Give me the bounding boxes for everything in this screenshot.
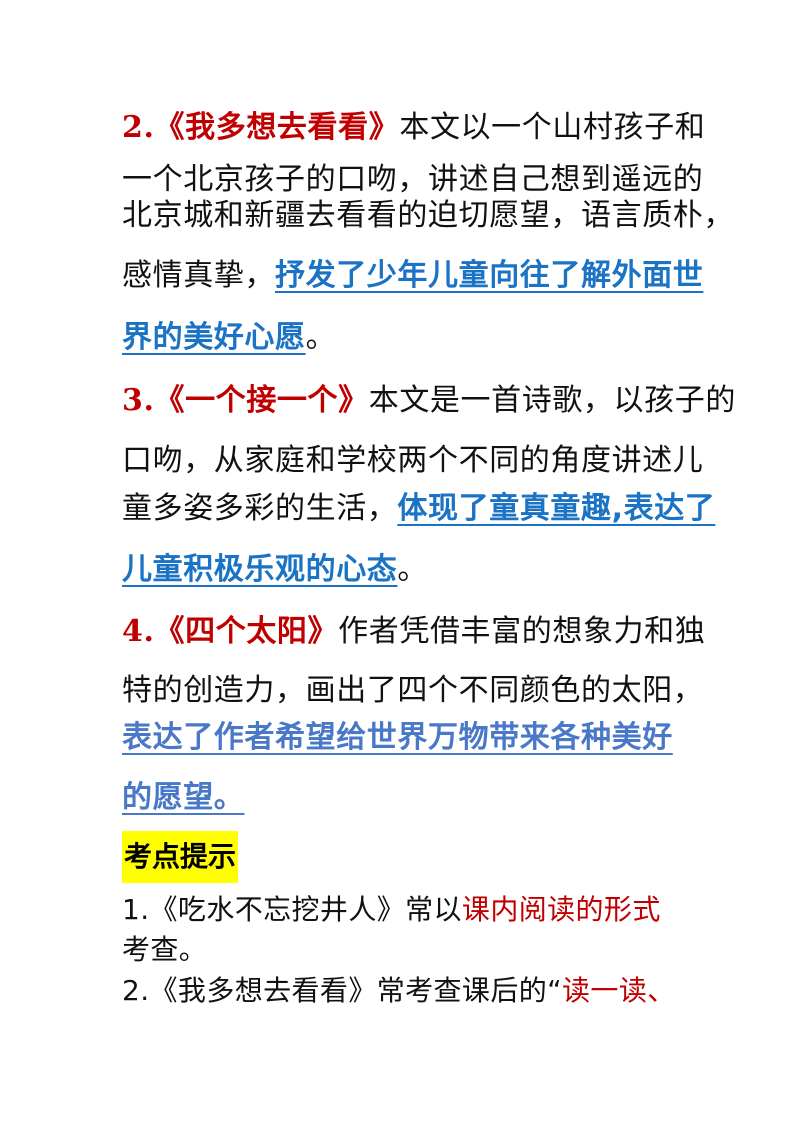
section-3-line-2: 口吻，从家庭和学校两个不同的角度讲述儿 bbox=[122, 441, 703, 481]
section-4-line-3: 表达了作者希望给世界万物带来各种美好 bbox=[122, 718, 673, 758]
section-4-highlight: 的愿望。 bbox=[122, 780, 245, 815]
section-2-line-2: 一个北京孩子的口吻，讲述自己想到遥远的 bbox=[122, 160, 703, 200]
tip-1-line-2: 考查。 bbox=[122, 931, 207, 969]
section-4-highlight: 表达了作者希望给世界万物带来各种美好 bbox=[122, 720, 673, 755]
tip-2-text: 2.《我多想去看看》常考查课后的“ bbox=[122, 974, 563, 1007]
section-3-text: 本文是一首诗歌，以孩子的 bbox=[368, 383, 736, 418]
section-2-line-5: 界的美好心愿。 bbox=[122, 318, 336, 358]
section-4-text: 作者凭借丰富的想象力和独 bbox=[338, 614, 706, 649]
tip-1-text: 1.《吃水不忘挖井人》常以 bbox=[122, 893, 462, 926]
section-3-line-4: 儿童积极乐观的心态。 bbox=[122, 550, 428, 590]
section-4-line-2: 特的创造力，画出了四个不同颜色的太阳， bbox=[122, 671, 703, 711]
section-3-title: 《一个接一个》 bbox=[154, 383, 369, 418]
section-3-highlight: 儿童积极乐观的心态 bbox=[122, 552, 398, 587]
section-3-number: 3. bbox=[122, 383, 155, 418]
tip-1-red-text: 课内阅读的形式 bbox=[461, 893, 661, 926]
section-4-line-4: 的愿望。 bbox=[122, 778, 244, 818]
section-4-number: 4. bbox=[122, 614, 155, 649]
section-2-text: 感情真挚， bbox=[122, 258, 275, 293]
section-3-tail: 。 bbox=[397, 552, 429, 587]
section-2-line-4: 感情真挚，抒发了少年儿童向往了解外面世 bbox=[122, 256, 703, 296]
section-2-text: 一个北京孩子的口吻，讲述自己想到遥远的 bbox=[122, 162, 704, 197]
section-2-highlight: 抒发了少年儿童向往了解外面世 bbox=[275, 258, 704, 293]
section-2-tail: 。 bbox=[305, 320, 337, 355]
tip-1-text: 考查。 bbox=[122, 933, 208, 966]
tips-header: 考点提示 bbox=[122, 831, 239, 883]
tip-2-red-text: 读一读、 bbox=[562, 974, 676, 1007]
section-2-line-1: 2.《我多想去看看》本文以一个山村孩子和 bbox=[122, 108, 705, 148]
section-4-line-1: 4.《四个太阳》作者凭借丰富的想象力和独 bbox=[122, 612, 705, 652]
section-3-highlight: 体现了童真童趣,表达了 bbox=[397, 491, 716, 526]
section-2-line-3: 北京城和新疆去看看的迫切愿望，语言质朴， bbox=[122, 196, 734, 236]
section-2-text: 北京城和新疆去看看的迫切愿望，语言质朴， bbox=[122, 198, 734, 233]
section-2-highlight: 界的美好心愿 bbox=[122, 320, 306, 355]
section-2-text: 本文以一个山村孩子和 bbox=[399, 110, 706, 145]
tip-2-line-1: 2.《我多想去看看》常考查课后的“读一读、 bbox=[122, 972, 676, 1010]
section-3-text: 童多姿多彩的生活， bbox=[122, 491, 398, 526]
section-3-line-1: 3.《一个接一个》本文是一首诗歌，以孩子的 bbox=[122, 381, 736, 421]
section-4-text: 特的创造力，画出了四个不同颜色的太阳， bbox=[122, 673, 704, 708]
section-3-text: 口吻，从家庭和学校两个不同的角度讲述儿 bbox=[122, 443, 704, 478]
section-2-number: 2. bbox=[122, 110, 155, 145]
section-2-title: 《我多想去看看》 bbox=[154, 110, 400, 145]
section-4-title: 《四个太阳》 bbox=[154, 614, 339, 649]
tip-1-line-1: 1.《吃水不忘挖井人》常以课内阅读的形式 bbox=[122, 891, 661, 929]
section-3-line-3: 童多姿多彩的生活，体现了童真童趣,表达了 bbox=[122, 489, 715, 529]
